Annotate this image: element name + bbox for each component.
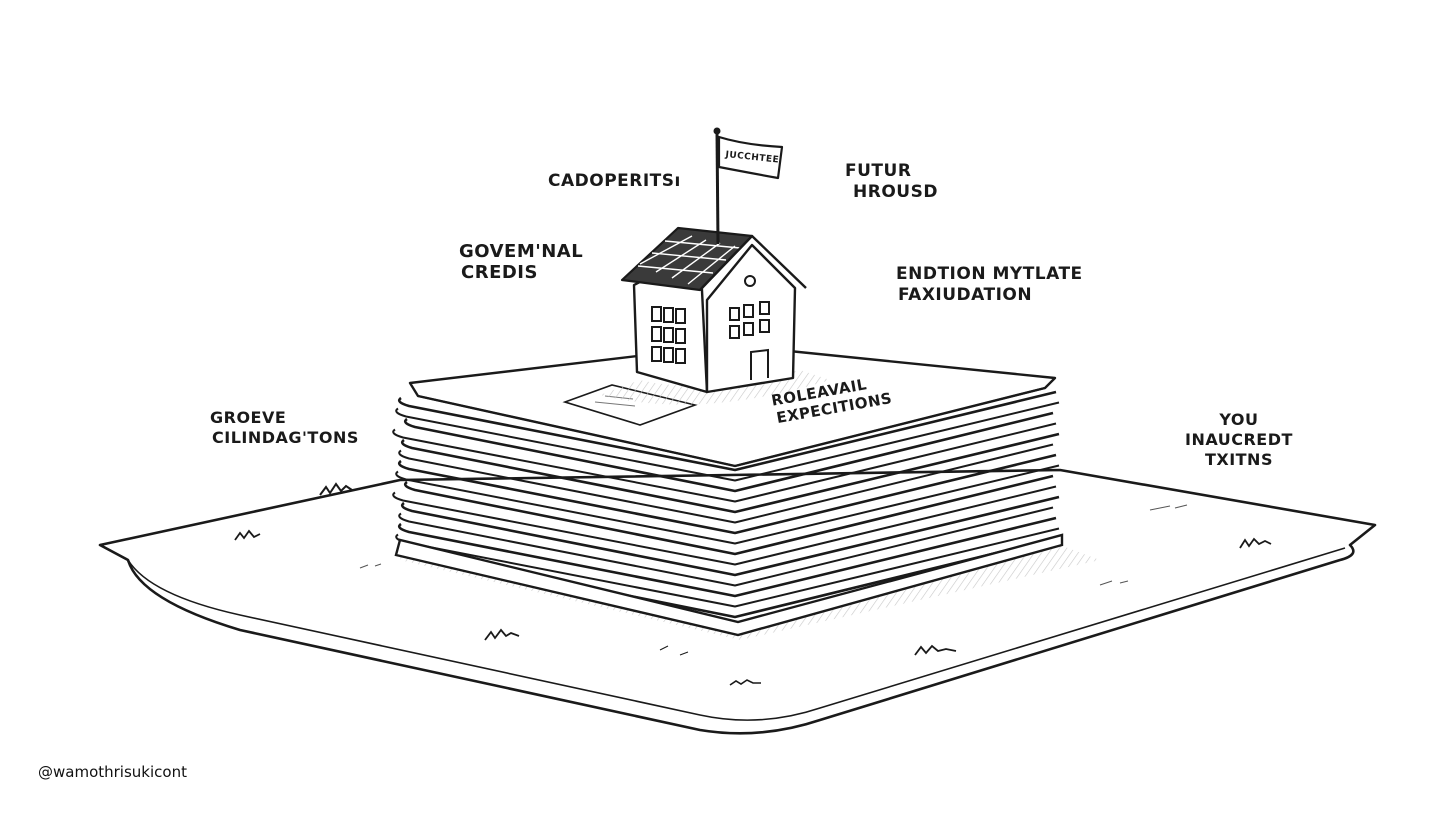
paper-layer (394, 533, 1064, 637)
label-line: CADOPERITSı (548, 171, 681, 191)
watermark-handle: @wamothrisukicont (38, 763, 187, 781)
paper-layer (392, 485, 1057, 566)
label-line: CREDIS (461, 262, 538, 283)
paper-layer (403, 474, 1054, 556)
label-line: GOVEMꞌNAL (459, 241, 584, 262)
label-line: CILINDAGꞌTONS (212, 428, 359, 447)
ground-sheet (98, 468, 1377, 735)
label-line: YOU (1219, 410, 1259, 429)
paper-layer (397, 516, 1057, 598)
label-line: ENDTION MYTLATE (896, 264, 1083, 284)
label-line: FUTUR (845, 161, 912, 181)
paper-layer (400, 495, 1060, 577)
school-house (600, 127, 830, 405)
label-top-left: CADOPERITSı (548, 171, 681, 192)
paper-layer (398, 506, 1054, 587)
paper-layer (400, 432, 1060, 514)
label-line: GROEVE (210, 408, 287, 427)
flag (717, 135, 784, 180)
stack-shadow (400, 540, 1100, 640)
label-line: FAXIUDATION (898, 285, 1033, 305)
label-line: INAUCREDT (1185, 430, 1293, 449)
paper-layer (395, 464, 1060, 545)
label-line: TXITNS (1204, 450, 1273, 469)
paper-layer (395, 401, 1060, 482)
label-line: HROUSD (853, 182, 938, 202)
paper-layer (403, 411, 1054, 493)
paper-layer (397, 453, 1057, 535)
paper-layer (397, 390, 1057, 472)
paper-layer (398, 443, 1054, 524)
paper-stack (392, 390, 1100, 640)
paper-layer (392, 422, 1057, 503)
